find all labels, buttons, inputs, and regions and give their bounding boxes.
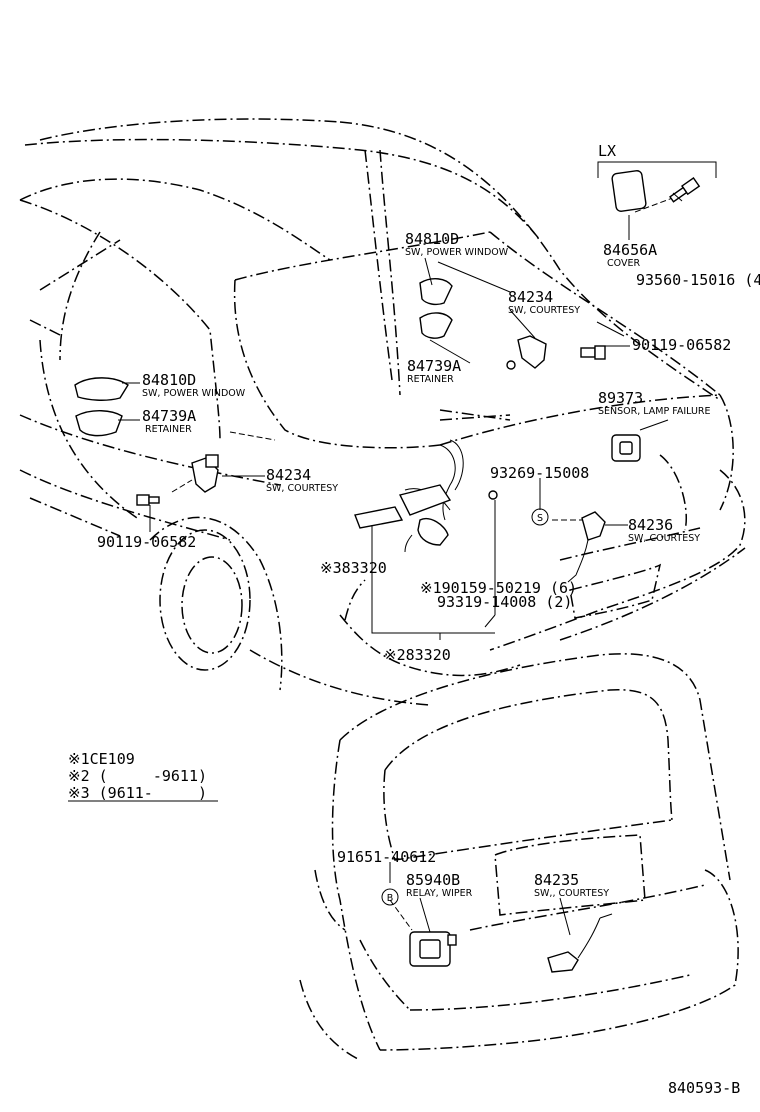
part-number-283320: ※283320 <box>384 646 451 664</box>
part-desc-84234-left: SW, COURTESY <box>266 483 338 494</box>
part-desc-84810d-left: SW, POWER WINDOW <box>142 388 246 399</box>
part-number-84235: 84235 <box>534 871 579 889</box>
part-number-84656a: 84656A <box>603 241 657 259</box>
part-number-383320: ※383320 <box>320 559 387 577</box>
part-number-84810d-center: 84810D <box>405 230 459 248</box>
lx-inset <box>597 161 717 213</box>
marker-b-circle <box>381 888 399 906</box>
part-number-84234-center: 84234 <box>508 288 553 306</box>
leader-lines <box>118 192 683 936</box>
part-desc-84810d-center: SW, POWER WINDOW <box>405 247 509 258</box>
part-number-84739a-center: 84739A <box>407 357 461 375</box>
part-desc-84656a: COVER <box>607 258 640 269</box>
variant-legend: ※1CE109 ※2 ( -9611) ※3 (9611- ) <box>68 750 218 802</box>
part-desc-84236: SW, COURTESY <box>628 533 700 544</box>
part-number-93319: 93319-14008 (2) <box>437 593 572 611</box>
legend-line-3: ※3 (9611- ) <box>68 784 207 802</box>
part-number-91651: 91651-40612 <box>337 848 436 866</box>
legend-line-1: ※1CE109 <box>68 750 135 768</box>
variant-header: LX <box>598 142 616 160</box>
part-number-190159: ※190159-50219 (6) <box>420 579 577 597</box>
part-number-84236: 84236 <box>628 516 673 534</box>
car-body-lower <box>299 653 739 1061</box>
marker-s: S <box>537 513 543 524</box>
part-number-84234-left: 84234 <box>266 466 311 484</box>
part-number-84810d-left: 84810D <box>142 371 196 389</box>
part-desc-84739a-center: RETAINER <box>407 374 454 385</box>
marker-b: B <box>387 893 394 904</box>
part-number-85940b: 85940B <box>406 871 460 889</box>
legend-line-2: ※2 ( -9611) <box>68 767 207 785</box>
part-desc-84739a-left: RETAINER <box>145 424 192 435</box>
part-number-90119-left: 90119-06582 <box>97 533 196 551</box>
car-body-upper <box>19 118 746 706</box>
part-desc-89373: SENSOR, LAMP FAILURE <box>598 406 711 417</box>
part-desc-84234-center: SW, COURTESY <box>508 305 580 316</box>
part-number-90119-right: 90119-06582 <box>632 336 731 354</box>
marker-s-circle <box>531 508 549 526</box>
part-number-93560: 93560-15016 (4) <box>636 271 760 289</box>
part-number-93269: 93269-15008 <box>490 464 589 482</box>
part-number-89373: 89373 <box>598 389 643 407</box>
part-desc-84235: SW,, COURTESY <box>534 888 609 899</box>
part-number-84739a-left: 84739A <box>142 407 196 425</box>
part-desc-85940b: RELAY, WIPER <box>406 888 473 899</box>
part-shapes <box>74 278 641 973</box>
diagram-code: 840593-B <box>668 1079 740 1097</box>
